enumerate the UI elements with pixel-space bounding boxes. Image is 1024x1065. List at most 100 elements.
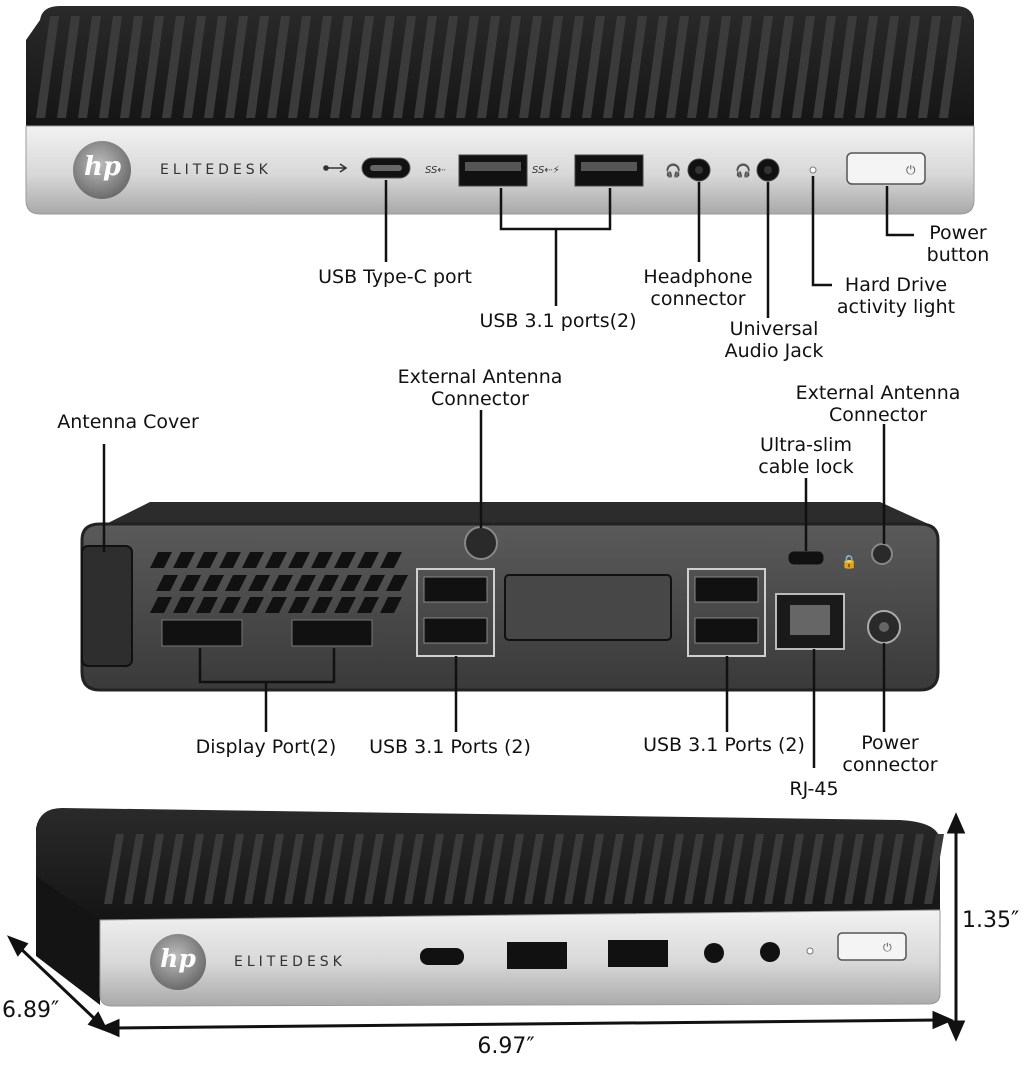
hp-logo-text-small: hp [160, 944, 196, 973]
blank-cover [504, 574, 672, 641]
vent-slot [334, 597, 356, 613]
vent-slot [173, 552, 195, 568]
vent-slot [604, 834, 624, 904]
front-vents [36, 16, 962, 118]
usb-left-1 [423, 576, 488, 603]
front-leader-lines [384, 176, 914, 318]
vent-slot [184, 834, 204, 904]
vent-slot [876, 16, 899, 118]
vent-slot [414, 16, 437, 118]
ss-icon-1: SS⇠ [425, 165, 446, 176]
vent-slot [311, 597, 333, 613]
usb-a-port-small-1 [507, 942, 567, 969]
usb-a-port-small-2 [608, 940, 668, 967]
vent-slot [784, 834, 804, 904]
vent-slot [380, 552, 402, 568]
label-headphone: Headphone connector [643, 266, 753, 310]
vent-slot [644, 834, 664, 904]
usb-left-2 [423, 617, 488, 644]
vent-slot [519, 16, 542, 118]
vent-slot [340, 575, 362, 591]
label-rj45: RJ-45 [789, 778, 839, 800]
vent-slot [540, 16, 563, 118]
vent-slot [864, 834, 884, 904]
headphone-jack-small [704, 943, 724, 963]
usb-a-port-2-tongue [581, 162, 637, 171]
label-power-connector: Power connector [842, 732, 938, 776]
label-width: 6.97″ [477, 1034, 535, 1059]
hdd-light-small [806, 947, 814, 955]
vent-slot [498, 16, 521, 118]
vent-slot [309, 16, 332, 118]
hp-logo-icon [73, 141, 131, 199]
vent-slot [804, 834, 824, 904]
vent-slot [288, 16, 311, 118]
vent-slot [196, 597, 218, 613]
vent-slot [183, 16, 206, 118]
vent-slot [224, 834, 244, 904]
vent-slot [524, 834, 544, 904]
vent-slot [435, 16, 458, 118]
vent-slot [351, 16, 374, 118]
vent-slot [104, 834, 124, 904]
angled-vents [104, 834, 944, 904]
vent-slot [582, 16, 605, 118]
label-hdd-light: Hard Drive activity light [836, 274, 956, 318]
label-universal-audio: Universal Audio Jack [724, 318, 824, 362]
rear-top-surface [100, 502, 935, 527]
lock-icon: 🔒 [841, 555, 857, 570]
vent-slot [219, 552, 241, 568]
vent-slot [504, 834, 524, 904]
vent-slot [372, 16, 395, 118]
vent-slot [242, 552, 264, 568]
rear-view: 🔒 [80, 502, 940, 692]
vent-slot [744, 834, 764, 904]
vent-slot [196, 552, 218, 568]
headphone-icon: 🎧 [665, 163, 681, 179]
vent-slot [288, 597, 310, 613]
cable-lock-slot [787, 550, 825, 566]
vent-slot [764, 834, 784, 904]
vent-slot [834, 16, 857, 118]
label-ext-antenna-left: External Antenna Connector [397, 366, 563, 410]
power-button-small [837, 932, 907, 961]
vent-slot [456, 16, 479, 118]
display-port-1 [161, 619, 243, 647]
vent-slot [771, 16, 794, 118]
label-height: 1.35″ [962, 908, 1020, 933]
front-view: SS⇠ SS⇠⚡ 🎧 🎧 ⏻ [25, 6, 975, 215]
vent-slot [344, 834, 364, 904]
rear-leader-lines [102, 410, 886, 768]
vent-slot [844, 834, 864, 904]
vent-slot [380, 597, 402, 613]
vent-slot [884, 834, 904, 904]
vent-slot [150, 552, 172, 568]
vent-slot [364, 834, 384, 904]
label-depth: 6.89″ [2, 998, 60, 1023]
vent-slot [179, 575, 201, 591]
vent-slot [444, 834, 464, 904]
usb-c-port-inner [370, 165, 402, 171]
vent-slot [156, 575, 178, 591]
vent-slot [144, 834, 164, 904]
vent-slot [324, 834, 344, 904]
rear-vents [150, 552, 408, 613]
angled-view: ⏻ [36, 808, 944, 1007]
vent-slot [271, 575, 293, 591]
vent-slot [684, 834, 704, 904]
vent-slot [750, 16, 773, 118]
power-button [846, 152, 926, 185]
vent-slot [624, 16, 647, 118]
usb-c-port-small [420, 948, 464, 965]
vent-slot [484, 834, 504, 904]
label-usb-type-c: USB Type-C port [318, 266, 472, 288]
label-usb31-rear-left: USB 3.1 Ports (2) [369, 736, 531, 758]
vent-slot [357, 597, 379, 613]
vent-slot [363, 575, 385, 591]
vent-slot [824, 834, 844, 904]
vent-slot [477, 16, 500, 118]
vent-slot [248, 575, 270, 591]
vent-slot [424, 834, 444, 904]
